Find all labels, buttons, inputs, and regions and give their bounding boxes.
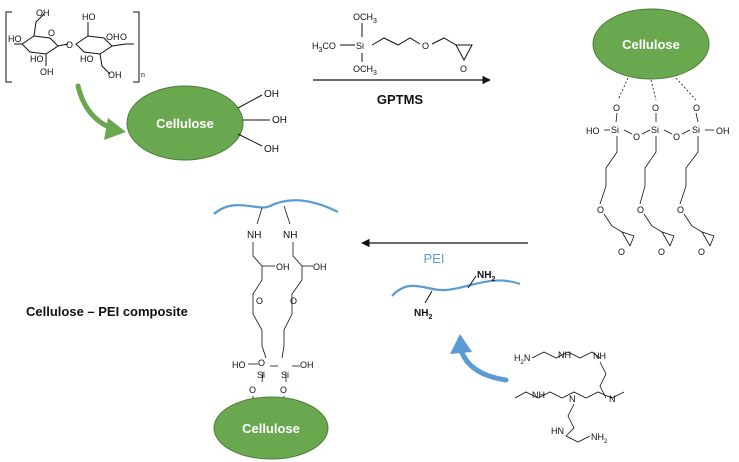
silane-o-3: O: [693, 103, 700, 113]
silane-o-bridge-2: O: [673, 132, 680, 142]
oh-1: OH: [264, 89, 279, 100]
pei-chain-wave: [391, 279, 521, 297]
composite-o-top: O: [258, 358, 265, 368]
cellulose-oh-ellipse: [126, 85, 244, 161]
branch-nh-1: NH: [558, 350, 571, 360]
branch-n-2: N: [609, 394, 616, 404]
composite-ether-o-1: O: [256, 296, 263, 306]
gptms-si: Si: [356, 41, 364, 51]
mono-oh-top: OH: [36, 8, 50, 18]
silane-si-3: Si: [692, 125, 700, 135]
gptms-structure: [340, 23, 473, 62]
pei-nh2-bond-2: [467, 275, 477, 289]
pei-nh2-bottom: NH2: [414, 308, 432, 321]
silane-oh: OH: [716, 126, 730, 136]
mono-n: n: [141, 72, 145, 79]
branch-nh2: NH2: [591, 432, 608, 445]
silane-o-bridge-1: O: [633, 132, 640, 142]
mono-oh-ring2b: OH: [108, 70, 122, 80]
composite-nh-1: NH: [247, 230, 261, 241]
composite-o-3: O: [249, 385, 256, 395]
cellulose-silane-label: Cellulose: [622, 37, 680, 52]
gptms-epoxide-o: O: [460, 64, 467, 74]
mono-o-ring2: O: [120, 32, 127, 42]
mono-ho-left: HO: [8, 34, 22, 44]
composite-si-2: Si: [281, 370, 289, 380]
mono-ho-ring2: HO: [82, 12, 96, 22]
pei-nh2-top: NH2: [477, 270, 495, 283]
silane-network: [599, 77, 715, 247]
composite-oh-2: OH: [313, 262, 327, 272]
mono-oh-ring1: OH: [40, 67, 54, 77]
gptms-ether-o: O: [422, 41, 429, 51]
silane-si-2: Si: [651, 125, 659, 135]
mono-o-bridge: O: [66, 40, 73, 50]
mono-ho-ring2b: HO: [80, 54, 94, 64]
composite-ho: HO: [232, 360, 246, 370]
silane-ho: HO: [586, 126, 600, 136]
oh-bonds: [237, 94, 270, 147]
oh-3: OH: [264, 144, 279, 155]
mono-ho-ring1: HO: [30, 54, 44, 64]
composite-oh-si: OH: [300, 360, 314, 370]
oh-2: OH: [272, 115, 287, 126]
branched-pei-structure: [514, 351, 625, 443]
silane-epoxide-o-3: O: [698, 247, 705, 257]
branch-hn: HN: [551, 426, 564, 436]
cellulose-silane-ellipse: [592, 8, 710, 80]
gptms-och3-bottom: OCH3: [353, 64, 377, 77]
silane-o-1: O: [613, 103, 620, 113]
green-curved-arrow-icon: [75, 83, 126, 140]
branch-nh-3: NH: [532, 390, 545, 400]
silane-ether-o-1: O: [597, 205, 604, 215]
cellulose-oh-label: Cellulose: [156, 116, 214, 131]
branch-n-1: N: [569, 394, 576, 404]
cellulose-composite-label: Cellulose: [242, 421, 300, 436]
composite-ether-o-2: O: [290, 296, 297, 306]
composite-oh-1: OH: [276, 262, 290, 272]
branch-h2n: H2N: [514, 353, 530, 366]
gptms-och3-top: OCH3: [353, 12, 377, 25]
silane-o-2: O: [652, 103, 659, 113]
silane-si-1: Si: [611, 125, 619, 135]
mono-oh-ring2: OH: [106, 32, 120, 42]
composite-si-1: Si: [257, 370, 265, 380]
composite-nh-2: NH: [283, 230, 297, 241]
pei-label: PEI: [424, 251, 445, 266]
composite-caption: Cellulose – PEI composite: [26, 304, 188, 319]
branch-nh-2: NH: [593, 351, 606, 361]
cellulose-repeat-unit: [5, 11, 140, 83]
composite-pei-wave: [213, 199, 339, 215]
blue-curved-arrow-icon: [450, 334, 509, 383]
pei-nh2-bond-1: [424, 290, 433, 304]
silane-epoxide-o-1: O: [618, 247, 625, 257]
cellulose-composite-ellipse: [213, 396, 329, 460]
composite-o-4: O: [280, 385, 287, 395]
silane-epoxide-o-2: O: [658, 247, 665, 257]
gptms-h3co: H3CO: [312, 41, 336, 54]
silane-ether-o-3: O: [677, 205, 684, 215]
mono-o-ring1: O: [48, 28, 55, 38]
gptms-label: GPTMS: [377, 92, 424, 107]
silane-ether-o-2: O: [637, 205, 644, 215]
